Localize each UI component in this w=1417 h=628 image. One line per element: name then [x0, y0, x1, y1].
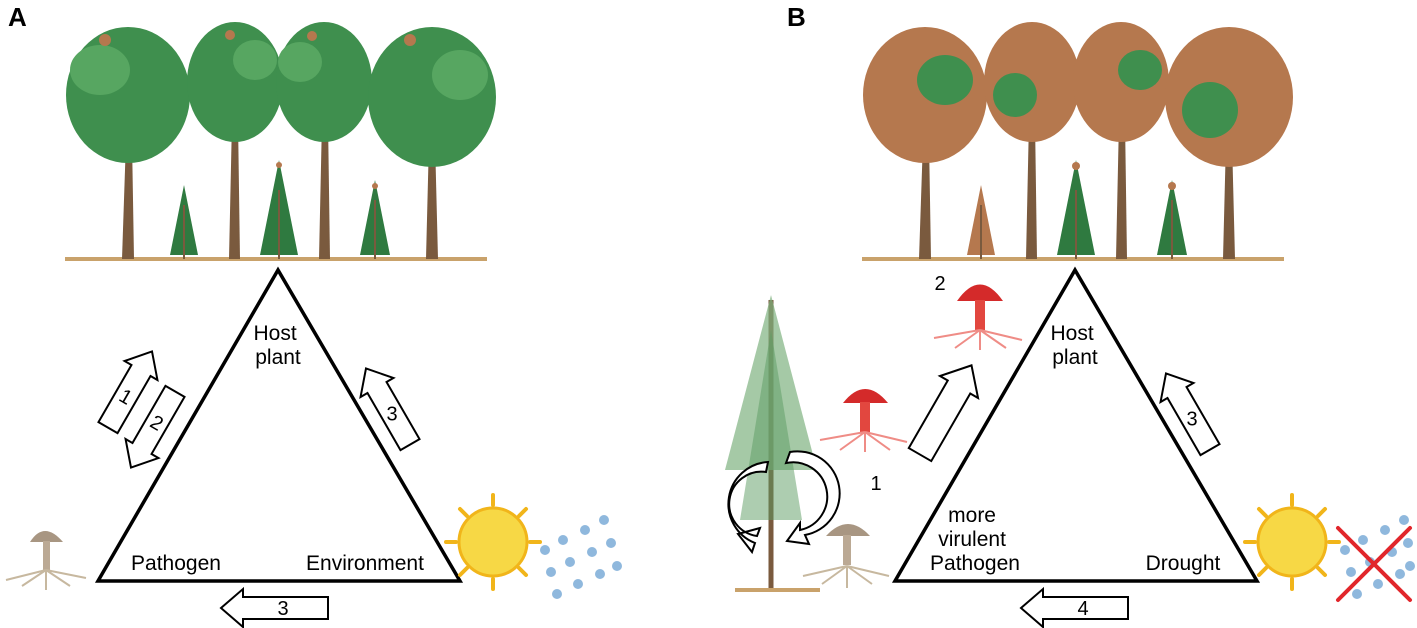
- vertex-environment-label: Environment: [306, 552, 424, 575]
- mushroom-icon: [802, 524, 890, 588]
- arrow-pathogen-to-host: [907, 364, 980, 463]
- damaged-forest: [862, 22, 1293, 261]
- disease-triangle: [94, 266, 464, 583]
- tree-icon: [984, 22, 1080, 259]
- raindrops-icon: [1340, 515, 1415, 599]
- sun-icon: [444, 493, 542, 591]
- svg-text:3: 3: [277, 598, 288, 620]
- healthy-forest: [65, 22, 496, 261]
- number-1-label: 1: [870, 473, 881, 495]
- tree-icon: [276, 22, 372, 259]
- svg-text:3: 3: [386, 403, 397, 425]
- sapling-icon: [967, 185, 995, 259]
- arrow-4-drought-to-pathogen: 4: [1019, 586, 1129, 628]
- sapling-icon: [170, 185, 198, 259]
- number-2-label: 2: [934, 273, 945, 295]
- svg-text:4: 4: [1077, 598, 1088, 620]
- sapling-icon: [1057, 160, 1095, 259]
- vertex-pathogen-label: more virulent Pathogen: [930, 504, 1020, 575]
- red-cross-icon: [1336, 526, 1412, 602]
- sapling-icon: [360, 180, 390, 259]
- vertex-pathogen-label: Pathogen: [131, 552, 221, 575]
- arrow-3-environment-to-host: 3: [359, 367, 421, 452]
- vertex-host-label: Host plant: [1050, 322, 1099, 369]
- vertex-drought-label: Drought: [1146, 552, 1221, 575]
- tree-icon: [1165, 27, 1293, 259]
- tree-icon: [187, 22, 283, 259]
- conifer-icon: [725, 295, 820, 592]
- tree-icon: [368, 27, 496, 259]
- virulent-mushroom-icon: [933, 284, 1023, 350]
- raindrops-icon: [540, 515, 622, 599]
- svg-text:3: 3: [1186, 408, 1197, 430]
- panel-a-label: A: [8, 2, 27, 32]
- panel-b: B: [725, 2, 1415, 628]
- arrow-2-down: 2: [124, 384, 186, 469]
- sun-icon: [1243, 493, 1341, 591]
- mushroom-icon: [5, 531, 87, 590]
- arrow-1-up: 1: [97, 350, 159, 435]
- disease-triangle: [891, 266, 1261, 583]
- sapling-icon: [1157, 180, 1187, 259]
- arrow-3-environment-to-pathogen: 3: [219, 586, 329, 628]
- tree-icon: [1073, 22, 1169, 259]
- panel-a: A: [5, 2, 622, 628]
- tree-icon: [66, 27, 190, 259]
- arrow-3-drought-to-host: 3: [1159, 372, 1221, 457]
- panel-b-label: B: [787, 2, 806, 32]
- vertex-host-label: Host plant: [253, 322, 302, 369]
- virulent-mushroom-icon: [819, 389, 908, 452]
- sapling-icon: [260, 160, 298, 259]
- infection-cycle-icon: [727, 450, 841, 555]
- tree-icon: [863, 27, 987, 259]
